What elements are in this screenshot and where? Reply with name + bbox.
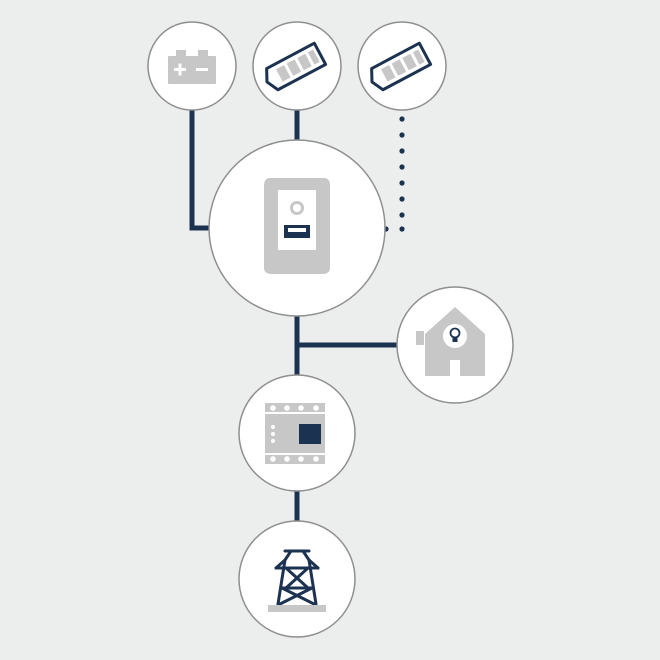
power-grid-node <box>238 520 356 638</box>
solar-module-1-node <box>252 21 342 111</box>
battery-icon <box>168 50 216 84</box>
house-lightbulb-icon <box>416 307 485 376</box>
lightbulb-icon <box>449 327 461 342</box>
energy-meter-icon <box>265 403 325 464</box>
pylon-icon <box>268 549 326 612</box>
battery-node <box>147 21 237 111</box>
inverter-node <box>208 139 386 317</box>
connectors <box>189 110 398 522</box>
connector-solar-module-2-inverter <box>383 116 405 232</box>
connector-battery-inverter <box>189 110 212 231</box>
inverter-icon <box>264 178 330 274</box>
solar-module-icon <box>265 41 328 92</box>
energy-meter-node <box>238 374 356 492</box>
home-node <box>396 286 514 404</box>
solar-module-icon <box>370 41 433 92</box>
solar-module-2-node <box>357 21 447 111</box>
